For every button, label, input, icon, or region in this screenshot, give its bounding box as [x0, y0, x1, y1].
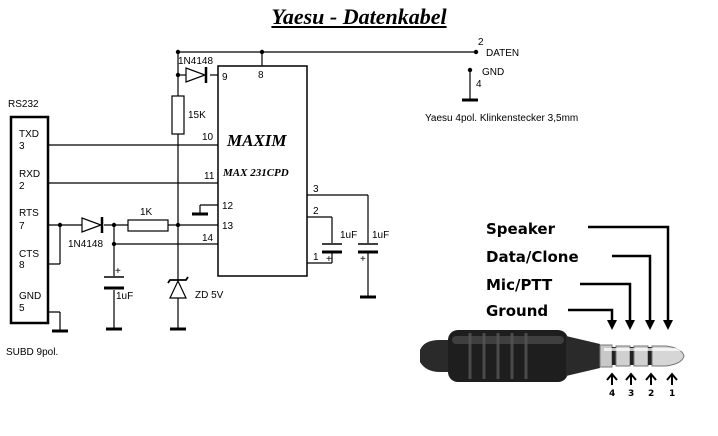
plug-number-4: 4: [609, 389, 615, 399]
chip-pin-9: 9: [222, 72, 228, 83]
chip-pin-13: 13: [222, 221, 234, 232]
diode-top-label: 1N4148: [178, 56, 213, 67]
cap-chip-a-label: 1uF: [340, 230, 357, 241]
zener-diode: [167, 276, 189, 299]
rs232-pin-txd: 3: [19, 141, 25, 152]
cap-rts-label: 1uF: [116, 291, 133, 302]
ground-symbols: [52, 98, 478, 333]
resistor-15k-label: 15K: [188, 110, 206, 121]
chip-pin-1: 1: [313, 252, 319, 263]
cap-chip-b: [358, 243, 378, 254]
rs232-signal-cts: CTS: [19, 249, 39, 260]
rs232-signal-txd: TXD: [19, 129, 39, 140]
plug-number-arrows: [606, 372, 678, 385]
rs232-footer: SUBD 9pol.: [6, 347, 58, 358]
rs232-title: RS232: [8, 99, 39, 110]
plug-label-mic-ptt: Mic/PTT: [486, 276, 553, 294]
chip-pin-12: 12: [222, 201, 234, 212]
gnd-terminal: [467, 67, 473, 73]
cap-rts: [104, 276, 124, 290]
resistor-1k-label: 1K: [140, 207, 153, 218]
rs232-connector: [9, 115, 50, 325]
cap-chip-b-polarity: +: [360, 254, 366, 265]
connector-caption: Yaesu 4pol. Klinkenstecker 3,5mm: [425, 113, 578, 124]
chip-pin-8: 8: [258, 70, 264, 81]
rs232-pin-gnd: 5: [19, 303, 25, 314]
rs232-signal-rts: RTS: [19, 208, 39, 219]
plug-leader-arrows: [607, 320, 673, 330]
chip-brand: MAXIM: [226, 131, 287, 150]
daten-label: DATEN: [486, 48, 519, 59]
plug-leader-lines: [568, 225, 670, 320]
cap-rts-polarity: +: [115, 266, 121, 277]
rs232-pin-rts: 7: [19, 221, 25, 232]
chip-pin-3: 3: [313, 184, 319, 195]
diode-top: [185, 67, 208, 83]
chip-pin-2: 2: [313, 206, 319, 217]
plug-number-2: 2: [648, 389, 654, 399]
chip-pin-14: 14: [202, 233, 214, 244]
cap-chip-a: [322, 243, 342, 254]
diode-rts: [81, 217, 104, 233]
resistor-1k: [127, 219, 169, 232]
junction-dots: [57, 49, 479, 247]
chip-part: MAX 231CPD: [222, 167, 289, 179]
max231-chip: [217, 65, 308, 277]
diode-rts-label: 1N4148: [68, 239, 103, 250]
chip-pin-11: 11: [204, 171, 215, 182]
gnd-label: GND: [482, 67, 504, 78]
rs232-signal-gnd: GND: [19, 291, 41, 302]
plug-number-3: 3: [628, 389, 634, 399]
gnd-pin: 4: [476, 79, 482, 90]
plug-pinout-labels: Speaker Data/Clone Mic/PTT Ground: [486, 220, 579, 320]
plug-number-1: 1: [669, 389, 675, 399]
cap-chip-a-polarity: +: [326, 254, 332, 265]
plug-label-ground: Ground: [486, 302, 548, 320]
rs232-signal-rxd: RXD: [19, 169, 40, 180]
wires: [30, 51, 476, 330]
rs232-pin-cts: 8: [19, 260, 25, 271]
chip-pin-10: 10: [202, 132, 214, 143]
page-title: Yaesu - Datenkabel: [271, 4, 447, 29]
zener-label: ZD 5V: [195, 290, 224, 301]
rs232-pin-rxd: 2: [19, 181, 25, 192]
plug-label-data-clone: Data/Clone: [486, 248, 579, 266]
cap-chip-b-label: 1uF: [372, 230, 389, 241]
plug-label-speaker: Speaker: [486, 220, 556, 238]
resistor-15k: [171, 95, 185, 135]
audio-plug: [420, 330, 685, 382]
daten-pin: 2: [478, 37, 484, 48]
